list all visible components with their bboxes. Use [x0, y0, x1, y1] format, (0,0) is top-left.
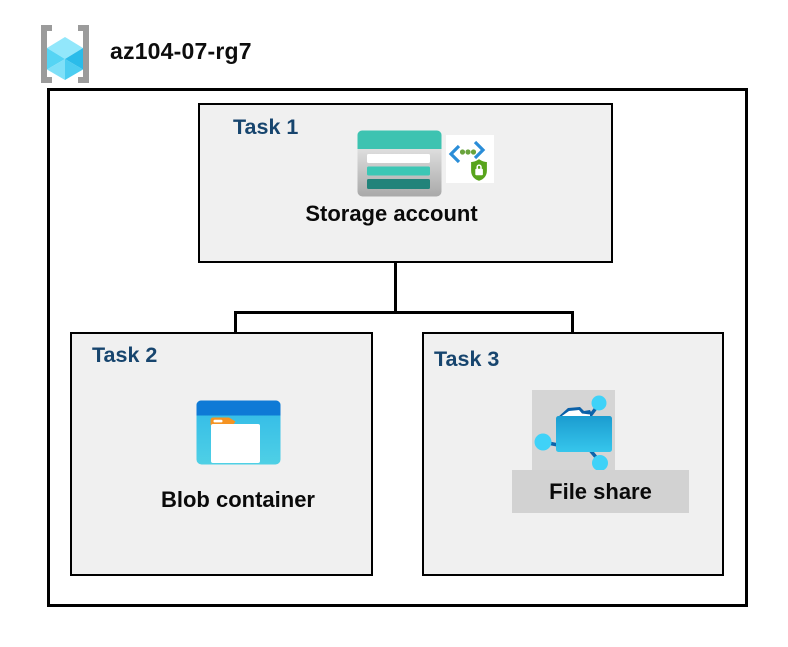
resource-group-name: az104-07-rg7: [110, 38, 252, 64]
task3-box: Task 3 File share: [422, 332, 724, 576]
task1-resource-name: Storage account: [305, 201, 478, 226]
file-share-icon-background: [532, 390, 615, 471]
task1-label: Task 1: [233, 115, 299, 139]
task2-box: Task 2 Blob container: [70, 332, 373, 576]
connector-storage-trunk: [394, 235, 397, 313]
task3-label: Task 3: [434, 347, 500, 371]
task1-box: Task 1 Storage account: [198, 103, 613, 263]
storage-account-icon: [357, 130, 442, 197]
task2-label: Task 2: [92, 343, 158, 367]
blob-container-icon: [196, 400, 281, 465]
task2-resource-name: Blob container: [160, 487, 315, 512]
connector-branch-horizontal: [234, 311, 574, 314]
resource-group-icon: [41, 25, 89, 83]
task3-resource-name: File share: [549, 479, 652, 504]
secure-access-icon: [446, 135, 494, 183]
file-share-icon: [534, 395, 612, 471]
file-share-label-background: File share: [512, 470, 689, 513]
